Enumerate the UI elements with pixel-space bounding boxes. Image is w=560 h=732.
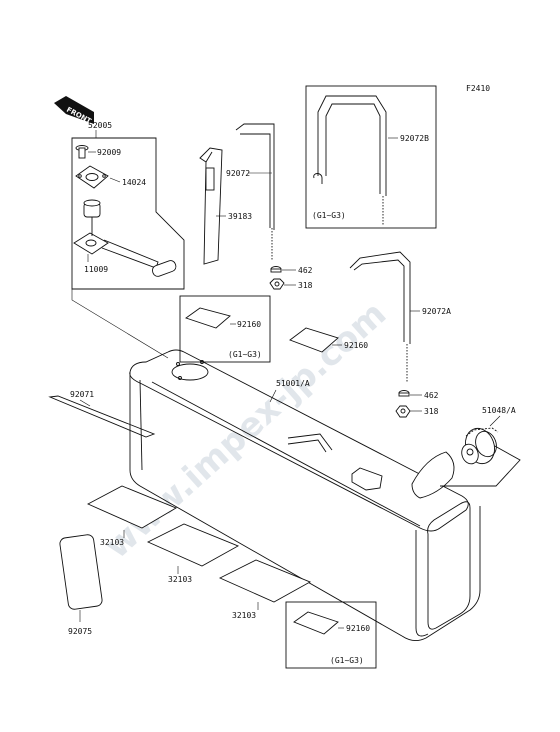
label-462-a: 462 [298,266,313,275]
pad-92160-c [293,611,339,635]
gasket-14024 [75,165,109,189]
label-462-b: 462 [424,391,439,400]
fuel-tank-51001A [129,349,521,641]
label-32103-b: 32103 [168,575,192,584]
fuel-cap-51048A [461,427,499,465]
label-14024: 14024 [122,178,146,187]
label-11009: 11009 [84,265,108,274]
label-318-b: 318 [424,407,439,416]
strap-92072B [313,95,387,226]
label-92009: 92009 [97,148,121,157]
bracket-39183 [199,147,223,265]
label-51001A: 51001/A [276,379,310,388]
label-g1g3-b: (G1~G3) [228,350,262,359]
label-g1g3-c: (G1~G3) [330,656,364,665]
pad-32103-c [218,559,312,603]
pad-32103-a [86,485,178,529]
screw-92009 [75,145,89,159]
label-32103-a: 32103 [100,538,124,547]
label-92160-c: 92160 [346,624,370,633]
pad-32103-b [146,523,240,567]
pad-92160-lower-frame [285,601,377,669]
nut-462-lower [398,390,410,397]
strap-92072A [349,251,411,382]
nut-318-upper [269,278,285,290]
label-92072: 92072 [226,169,250,178]
label-92072A: 92072A [422,307,451,316]
label-92160-b: 92160 [344,341,368,350]
label-52005: 52005 [88,121,112,130]
label-92160-a: 92160 [237,320,261,329]
pad-92160-a [185,307,231,329]
nut-462-upper [270,266,282,273]
label-92075: 92075 [68,627,92,636]
pad-92075 [59,534,103,610]
label-g1g3-a: (G1~G3) [312,211,346,220]
label-92071: 92071 [70,390,94,399]
label-32103-c: 32103 [232,611,256,620]
strip-92071 [48,395,156,438]
pad-92160-frame [179,295,271,363]
pad-92160-b [289,327,339,353]
nut-318-lower [395,405,411,418]
label-39183: 39183 [228,212,252,221]
figure-code: F2410 [466,84,490,93]
strap-92072B-frame [305,85,437,229]
label-318-a: 318 [298,281,313,290]
label-92072B: 92072B [400,134,429,143]
strap-92072 [235,123,275,260]
label-51048A: 51048/A [482,406,516,415]
fuel-sender-11009 [73,199,177,277]
